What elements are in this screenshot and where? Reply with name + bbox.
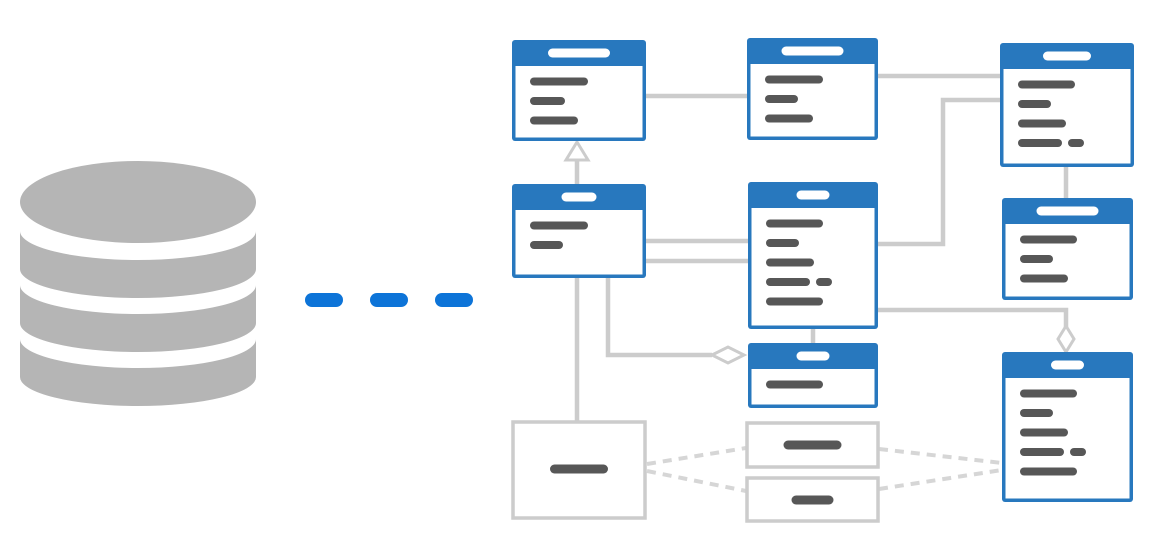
entity-mid-left [512, 184, 646, 278]
entity-title-placeholder [796, 190, 830, 200]
nodes-layer [511, 38, 1134, 523]
field-placeholder-bar [530, 116, 578, 125]
field-placeholder-bar [1018, 139, 1062, 147]
database-band [20, 339, 256, 406]
entity-title-placeholder [1036, 206, 1099, 216]
field-placeholder-bar [766, 380, 823, 389]
edge-dashed-right-upper [878, 447, 1003, 465]
entity-body [1005, 378, 1130, 499]
field-placeholder-bar [1020, 409, 1053, 417]
plain-middle-upper [745, 421, 880, 469]
entity-top-left [512, 40, 646, 141]
field-placeholder-bar [765, 114, 813, 123]
entity-mid-center [748, 182, 878, 329]
entity-body [751, 208, 875, 326]
field-placeholder-bar [766, 219, 823, 228]
field-placeholder-bar [1018, 80, 1075, 89]
field-placeholder-bar [1020, 389, 1077, 398]
ellipsis-dash [370, 293, 408, 307]
field-placeholder-bar [1068, 139, 1084, 147]
field-placeholder-bar [766, 297, 823, 306]
database-band [20, 285, 256, 352]
field-placeholder-bar [530, 97, 565, 105]
field-placeholder-bar [1020, 255, 1053, 263]
entity-title-placeholder [548, 48, 610, 58]
edge-dashed-left-upper [646, 446, 747, 466]
plain-bottom-left [511, 420, 647, 520]
edge-midleft-smallcenter [605, 278, 712, 358]
field-placeholder-bar [530, 77, 588, 86]
field-placeholder-bar [1018, 119, 1066, 128]
field-placeholder-bar [766, 258, 814, 267]
field-placeholder-bar [1020, 235, 1077, 244]
field-placeholder-bar [1020, 274, 1068, 283]
entity-small-center [748, 343, 878, 408]
field-placeholder-bar [766, 239, 799, 247]
edge-topright-midcenter [878, 97, 1000, 247]
field-placeholder-bar [1020, 467, 1077, 476]
inheritance-triangle-icon [563, 139, 591, 162]
entity-title-placeholder [1043, 51, 1091, 61]
field-placeholder-bar [530, 221, 588, 230]
field-placeholder-bar [1020, 448, 1064, 456]
entity-top-right [1000, 43, 1134, 167]
field-placeholder-bar [816, 278, 832, 286]
label-placeholder-bar [783, 440, 842, 450]
entity-top-middle [747, 38, 878, 140]
entity-title-placeholder [1051, 360, 1084, 370]
field-placeholder-bar [1018, 100, 1051, 108]
edge-midcenter-bottomright [878, 307, 1069, 327]
field-placeholder-bar [766, 278, 810, 286]
field-placeholder-bar [765, 75, 823, 84]
aggregation-diamond-right-icon [1056, 323, 1076, 355]
ellipsis-dash [305, 293, 343, 307]
aggregation-diamond-left-icon [708, 345, 748, 365]
database-band [20, 231, 256, 298]
connectors-layer [574, 73, 1069, 493]
field-placeholder-bar [1070, 448, 1086, 456]
edge-dashed-right-lower [878, 468, 1003, 491]
label-placeholder-bar [550, 464, 608, 474]
entity-title-placeholder [781, 46, 844, 56]
label-placeholder-bar [791, 495, 834, 505]
ellipsis-dash [435, 293, 473, 307]
database-top-ellipse [20, 161, 256, 243]
entity-title-placeholder [561, 192, 597, 202]
entity-right-middle [1002, 198, 1133, 300]
entity-title-placeholder [796, 351, 830, 361]
field-placeholder-bar [765, 95, 798, 103]
field-placeholder-bar [1020, 428, 1068, 437]
ellipsis-dashes [305, 293, 473, 307]
entity-bottom-right [1002, 352, 1133, 502]
field-placeholder-bar [530, 241, 563, 249]
database-icon [20, 161, 256, 406]
plain-middle-lower [745, 476, 880, 523]
edge-dashed-left-lower [646, 469, 747, 493]
